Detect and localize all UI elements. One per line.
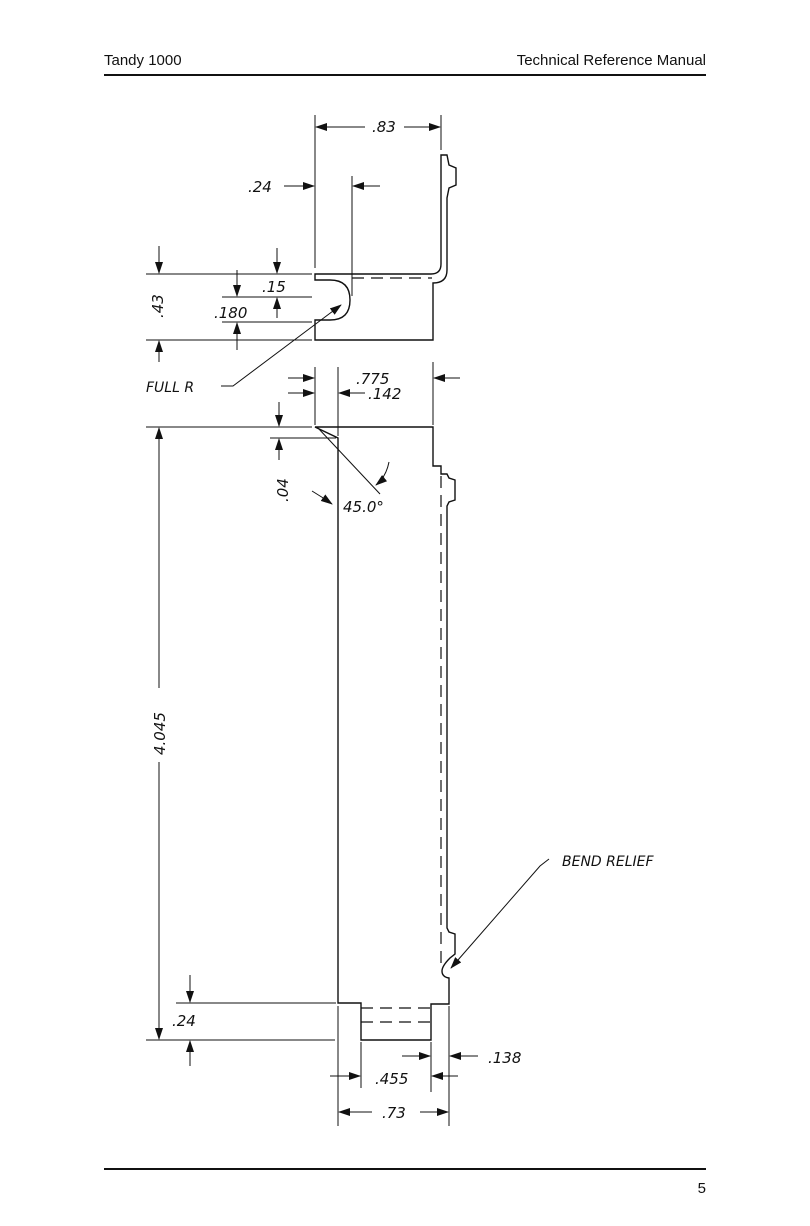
dim-004: .04 [274, 478, 292, 502]
dim-0138: .138 [488, 1049, 521, 1067]
side-view: .775 .142 .04 45.0° 4.045 .24 .138 [146, 362, 655, 1126]
footer-rule [104, 1168, 706, 1170]
dim-0455: .455 [375, 1070, 408, 1088]
dim-024-bot: .24 [172, 1012, 196, 1030]
dim-015: .15 [262, 278, 286, 296]
note-bend-relief: BEND RELIEF [562, 854, 655, 870]
top-part-outline [315, 155, 456, 340]
dim-045-deg: 45.0° [343, 498, 384, 516]
dim-073: .73 [382, 1104, 406, 1122]
dim-043: .43 [149, 294, 167, 318]
dim-083: .83 [372, 118, 396, 136]
page-number: 5 [698, 1180, 706, 1197]
dim-4045: 4.045 [151, 712, 169, 755]
note-full-r: FULL R [146, 380, 194, 396]
dim-0142: .142 [368, 385, 401, 403]
side-part-outline [315, 427, 455, 1040]
top-view: .83 .24 .43 .15 .180 FULL R [146, 115, 456, 396]
dim-024-top: .24 [248, 178, 272, 196]
dim-0180: .180 [214, 304, 247, 322]
